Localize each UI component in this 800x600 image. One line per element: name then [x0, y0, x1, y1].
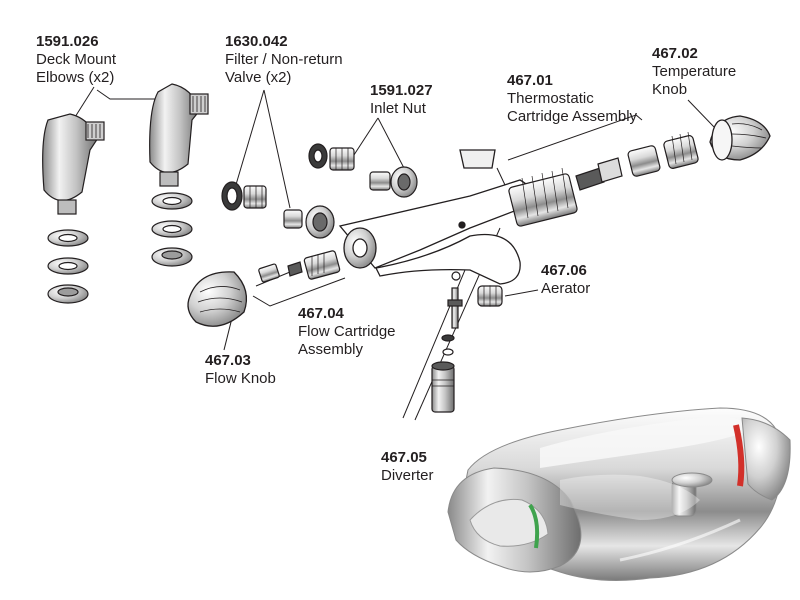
part-code: 1591.026 — [36, 33, 99, 50]
inlet-nut-right — [369, 166, 418, 198]
callout-flow-cartridge: 467.04 Flow Cartridge Assembly — [298, 305, 396, 359]
inlet-nut-left — [308, 143, 355, 171]
washer-stack-right — [151, 192, 193, 267]
part-name-line: Inlet Nut — [370, 100, 426, 117]
part-name-line: Filter / Non-return — [225, 51, 343, 68]
part-name-line: Elbows (x2) — [36, 69, 115, 86]
callout-elbows: 1591.026 Deck Mount Elbows (x2) — [36, 33, 116, 87]
part-name-line: Cartridge Assembly — [507, 108, 638, 125]
leader-flowknob — [223, 317, 233, 351]
washer-stack-left — [47, 229, 89, 304]
callout-thermostatic: 467.01 Thermostatic Cartridge Assembly — [507, 72, 637, 126]
part-name-line: Aerator — [541, 280, 591, 297]
part-name-line: Flow Knob — [205, 370, 276, 387]
assembled-mixer-image — [447, 407, 791, 581]
leader-filter-right — [263, 89, 291, 209]
leader-thermo — [507, 114, 643, 161]
part-code: 467.02 — [652, 45, 698, 62]
flow-knob — [187, 271, 248, 327]
callout-diverter: 467.05 Diverter — [381, 449, 434, 485]
part-name-line: Temperature — [652, 63, 737, 80]
part-code: 467.06 — [541, 262, 587, 279]
thermostatic-cartridge — [508, 131, 699, 227]
deck-elbow-left — [42, 113, 105, 215]
part-code: 467.03 — [205, 352, 251, 369]
part-name-line: Knob — [652, 81, 688, 98]
part-code: 467.04 — [298, 305, 344, 322]
callout-filter: 1630.042 Filter / Non-return Valve (x2) — [225, 33, 343, 87]
leader-flowcart — [252, 277, 346, 307]
part-code: 1630.042 — [225, 33, 288, 50]
deck-elbow-right — [149, 83, 209, 187]
part-name-line: Valve (x2) — [225, 69, 292, 86]
aerator — [477, 285, 503, 307]
filter-valve-left — [221, 181, 267, 211]
leader-tempknob — [687, 99, 716, 129]
flow-cartridge-parts — [255, 250, 341, 287]
leader-inlet-right — [377, 117, 406, 171]
mixer-body — [338, 149, 534, 285]
callout-inlet: 1591.027 Inlet Nut — [370, 82, 433, 118]
diverter-parts — [431, 271, 463, 413]
part-code: 467.01 — [507, 72, 553, 89]
filter-valve-right — [283, 205, 335, 239]
part-name-line: Deck Mount — [36, 51, 117, 68]
callout-aerator: 467.06 Aerator — [541, 262, 590, 298]
part-code: 467.05 — [381, 449, 427, 466]
leader-aerator — [504, 289, 539, 297]
part-name-line: Assembly — [298, 341, 364, 358]
callout-flow-knob: 467.03 Flow Knob — [205, 352, 276, 388]
part-code: 1591.027 — [370, 82, 433, 99]
callout-temperature-knob: 467.02 Temperature Knob — [652, 45, 736, 99]
leader-elbows — [96, 89, 161, 105]
leader-thermo-tick — [496, 167, 506, 186]
leader-inlet-left — [351, 117, 379, 159]
leader-filter-left — [234, 89, 265, 189]
part-name-line: Thermostatic — [507, 90, 594, 107]
part-name-line: Flow Cartridge — [298, 323, 396, 340]
temperature-knob — [709, 115, 771, 161]
part-name-line: Diverter — [381, 467, 434, 484]
